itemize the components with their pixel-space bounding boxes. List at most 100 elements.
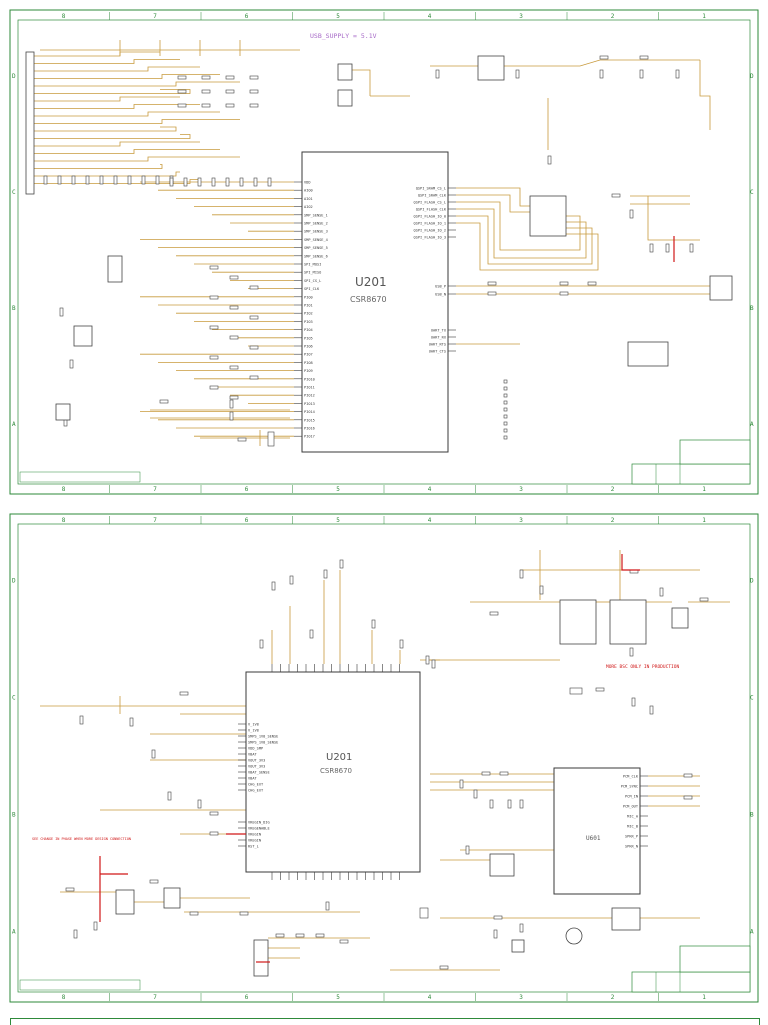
chip-pin-label: PIO10 <box>304 377 315 381</box>
passive-component <box>239 911 249 916</box>
chip-pin-label: VOUT_3V3 <box>248 765 265 769</box>
passive-component <box>159 399 169 404</box>
passive-component <box>599 69 604 79</box>
passive-component <box>225 75 235 80</box>
passive-component <box>503 400 508 405</box>
passive-component <box>649 243 654 253</box>
chip-pin-label: V_1V8 <box>248 729 259 733</box>
passive-component <box>209 295 219 300</box>
passive-component <box>503 414 508 419</box>
passive-component <box>189 911 199 916</box>
passive-component <box>127 175 132 185</box>
chip-pin-label: CHG_EXT <box>248 783 264 787</box>
thermistor <box>511 939 525 953</box>
passive-component <box>229 335 239 340</box>
chip-u201-right-pins: QSPI_SRAM_CS_LQSPI_SRAM_CLKQSPI_FLASH_CS… <box>414 187 456 354</box>
passive-component <box>85 175 90 185</box>
passive-component <box>275 933 285 938</box>
passive-component <box>209 811 219 816</box>
column-label: 7 <box>153 994 157 1001</box>
row-label: D <box>750 73 754 80</box>
chip-pin-label: PIO3 <box>304 320 313 324</box>
passive-component <box>249 345 259 350</box>
chip-pin-label: VBAT <box>248 777 257 781</box>
passive-component <box>249 375 259 380</box>
transistor-q201 <box>73 325 93 347</box>
passive-component <box>151 749 156 759</box>
chip-u201-bottom-pins <box>271 872 400 880</box>
chip-u201-part: CSR8670 <box>350 295 387 304</box>
passive-component <box>259 639 264 649</box>
chip-pin-label: PIO1 <box>304 304 313 308</box>
passive-component <box>201 103 211 108</box>
passive-component <box>197 799 202 809</box>
chip-pin-label: V_1V8 <box>248 723 259 727</box>
column-label: 8 <box>62 994 66 1001</box>
passive-component <box>249 285 259 290</box>
passive-component <box>399 639 404 649</box>
chip-pin-label: PIO4 <box>304 328 313 332</box>
passive-component <box>315 933 325 938</box>
passive-component <box>539 585 544 595</box>
passive-component <box>631 697 636 707</box>
column-label: 4 <box>428 486 432 493</box>
crystal-x601 <box>489 853 515 877</box>
passive-component <box>683 795 693 800</box>
mosfet-pair-right <box>609 599 647 645</box>
column-label: 4 <box>428 517 432 524</box>
passive-component <box>487 291 497 296</box>
passive-component <box>499 771 509 776</box>
passive-component <box>487 281 497 286</box>
chip-pin-label: UART_RTS <box>429 343 446 347</box>
chip-pin-label: QSPI_FLASH_IO_0 <box>414 215 446 219</box>
passive-component <box>493 915 503 920</box>
passive-component <box>507 799 512 809</box>
row-label: C <box>750 189 754 196</box>
mosfet-pair-left <box>559 599 597 645</box>
chip-pin-label: VBAT <box>248 753 257 757</box>
passive-component <box>595 687 605 692</box>
passive-component <box>225 103 235 108</box>
codec-chip-ref: U601 <box>586 835 601 842</box>
chip-pin-label: VBAT_SENSE <box>248 771 270 775</box>
passive-component <box>339 559 344 569</box>
red-note-top: MORE BSC ONLY IN PRODUCTION <box>606 664 679 670</box>
chip-pin-label: PIO5 <box>304 336 313 340</box>
chip-pin-label: UART_RX <box>431 336 447 340</box>
passive-component <box>225 177 230 187</box>
passive-component <box>93 921 98 931</box>
esd-protection-array <box>627 341 669 367</box>
row-label: A <box>750 421 754 428</box>
sheet-1-components <box>43 55 694 447</box>
switch-block <box>253 939 269 977</box>
passive-component <box>559 291 569 296</box>
passive-component <box>211 177 216 187</box>
passive-component <box>229 399 234 409</box>
column-label: 3 <box>519 486 523 493</box>
sheet-1-outer-border <box>9 9 759 495</box>
passive-component <box>503 421 508 426</box>
row-label: B <box>750 812 754 819</box>
passive-component <box>229 365 239 370</box>
row-label: D <box>12 578 16 585</box>
passive-component <box>201 89 211 94</box>
chip-pin-label: USB_N <box>435 293 446 297</box>
passive-component <box>209 385 219 390</box>
chip-pin-label: QSPI_FLASH_CLK <box>416 208 447 212</box>
passive-component <box>179 691 189 696</box>
chip-pin-label: SPI_CS_L <box>304 279 321 283</box>
row-label: D <box>750 578 754 585</box>
passive-component <box>65 887 75 892</box>
sheet-2-components <box>65 559 709 970</box>
passive-component <box>141 175 146 185</box>
chip-pin-label: VREGENABLE <box>248 827 270 831</box>
column-label: 1 <box>702 517 706 524</box>
chip-pin-label: AIO0 <box>304 189 313 193</box>
